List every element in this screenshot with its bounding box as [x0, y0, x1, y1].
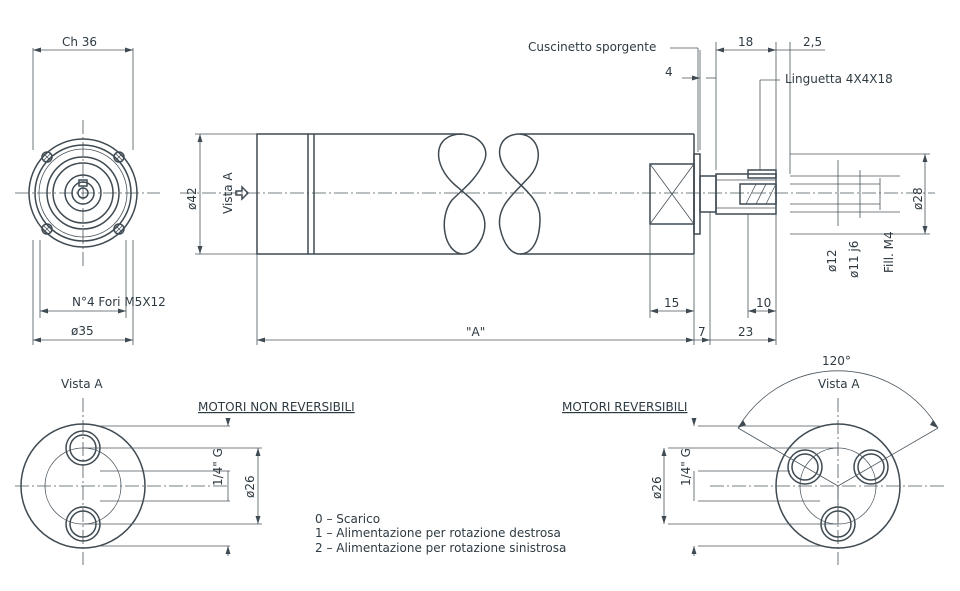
- g14-right-label: 1/4" G: [679, 448, 693, 486]
- reversible-view: [661, 370, 945, 565]
- dim-18: 18: [738, 35, 753, 49]
- dim-10: 10: [756, 296, 771, 310]
- cuscinetto-label: Cuscinetto sporgente: [528, 40, 656, 54]
- d26-left-label: ø26: [243, 475, 257, 498]
- reversible-title: MOTORI REVERSIBILI: [562, 400, 687, 414]
- dim-7: 7: [698, 325, 706, 339]
- fill-m4-label: Fill. M4: [882, 231, 896, 273]
- dim-4: 4: [665, 65, 673, 79]
- legend-item-1: 1 – Alimentazione per rotazione destrosa: [315, 526, 561, 540]
- d28-label: ø28: [911, 187, 925, 210]
- front-view: [15, 47, 160, 345]
- non-reversible-title: MOTORI NON REVERSIBILI: [198, 400, 355, 414]
- dim-a: "A": [466, 325, 485, 339]
- vista-a-side-label: Vista A: [221, 172, 235, 214]
- d42-label: ø42: [185, 187, 199, 210]
- d12-label: ø12: [825, 249, 839, 272]
- d11-label: ø11 j6: [847, 241, 861, 278]
- ch36-label: Ch 36: [62, 35, 97, 49]
- dim-2-5: 2,5: [803, 35, 822, 49]
- angle-120-label: 120°: [822, 354, 851, 368]
- legend-item-0: 0 – Scarico: [315, 512, 380, 526]
- dim-23: 23: [738, 325, 753, 339]
- holes-label: N°4 Fori M5X12: [72, 295, 166, 309]
- d26-right-label: ø26: [650, 476, 664, 499]
- g14-left-label: 1/4" G: [211, 448, 225, 486]
- side-view: [180, 42, 935, 345]
- linguetta-label: Linguetta 4X4X18: [785, 72, 893, 86]
- vista-a-right-label: Vista A: [818, 377, 860, 391]
- legend-item-2: 2 – Alimentazione per rotazione sinistro…: [315, 541, 566, 555]
- non-reversible-view: [15, 398, 262, 565]
- dim-15: 15: [664, 296, 679, 310]
- d35-label: ø35: [71, 324, 94, 338]
- vista-a-left-label: Vista A: [61, 377, 103, 391]
